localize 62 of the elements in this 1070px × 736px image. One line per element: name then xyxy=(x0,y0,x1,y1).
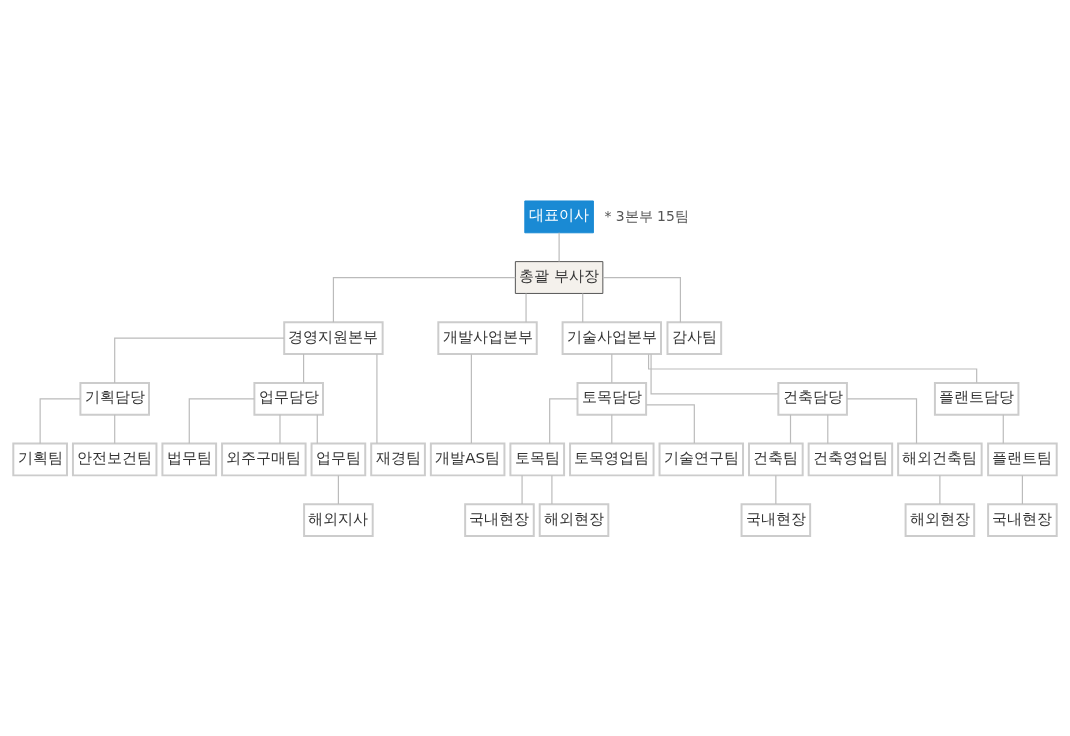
node-box: 대표이사 xyxy=(524,200,594,233)
node-box: 외주구매팀 xyxy=(221,442,307,476)
connector xyxy=(939,474,941,505)
node-box: 업무담당 xyxy=(253,381,324,416)
node-box: 기획팀 xyxy=(12,442,68,476)
node-box: 국내현장 xyxy=(987,502,1058,537)
node-box: 해외건축팀 xyxy=(897,442,983,476)
node-box: 안전보건팀 xyxy=(71,442,158,476)
node-box: 토목영업팀 xyxy=(569,442,655,476)
node-box: 건축담당 xyxy=(777,381,848,416)
node-box: 해외현장 xyxy=(904,502,976,537)
connector xyxy=(279,413,281,444)
connector xyxy=(303,353,305,383)
node-box: 건축영업팀 xyxy=(807,442,894,476)
connector xyxy=(470,353,472,444)
connector xyxy=(114,413,116,444)
connector xyxy=(827,413,829,444)
label: * 3본부 15팀 xyxy=(604,207,689,224)
node-box: 건축팀 xyxy=(748,442,804,476)
connector xyxy=(558,231,560,262)
node-box: 기획담당 xyxy=(79,381,150,416)
connector xyxy=(648,353,978,383)
node-box: 국내현장 xyxy=(740,502,812,537)
node-box: 해외지사 xyxy=(303,502,374,537)
connector xyxy=(602,276,681,323)
connector xyxy=(525,292,527,323)
connector xyxy=(332,276,516,323)
connector xyxy=(846,397,918,444)
node-box: 경영지원본부 xyxy=(283,320,384,355)
connector xyxy=(650,353,779,394)
connector xyxy=(611,353,613,383)
node-box: 토목담당 xyxy=(576,381,648,416)
connector xyxy=(549,397,579,444)
node-box: 토목팀 xyxy=(509,442,566,476)
node-box: 업무팀 xyxy=(310,442,367,476)
connector xyxy=(316,413,318,444)
node-box: 플랜트팀 xyxy=(987,442,1058,476)
node-box: 기술사업본부 xyxy=(561,320,662,355)
node-box: 법무팀 xyxy=(161,442,218,476)
connector xyxy=(1002,413,1004,444)
connector xyxy=(337,474,339,505)
node-box: 기술연구팀 xyxy=(658,442,745,476)
node-box: 감사팀 xyxy=(666,320,723,355)
connector xyxy=(114,337,285,383)
node-box: 국내현장 xyxy=(464,502,535,537)
connector xyxy=(188,397,255,444)
node-box: 개발사업본부 xyxy=(437,320,538,355)
node-box: 총괄 부사장 xyxy=(514,260,604,294)
connector xyxy=(775,474,777,505)
connector xyxy=(376,353,378,444)
node-box: 플랜트담당 xyxy=(933,381,1020,416)
node-box: 재경팀 xyxy=(370,442,426,476)
connector xyxy=(789,413,792,444)
connector xyxy=(551,474,553,505)
connector xyxy=(611,413,613,444)
connector xyxy=(1021,474,1023,505)
node-box: 개발AS팀 xyxy=(429,442,506,476)
connector xyxy=(39,397,81,444)
connector xyxy=(645,403,695,444)
node-box: 해외현장 xyxy=(538,502,610,537)
connector xyxy=(521,474,523,505)
connector xyxy=(582,292,584,323)
